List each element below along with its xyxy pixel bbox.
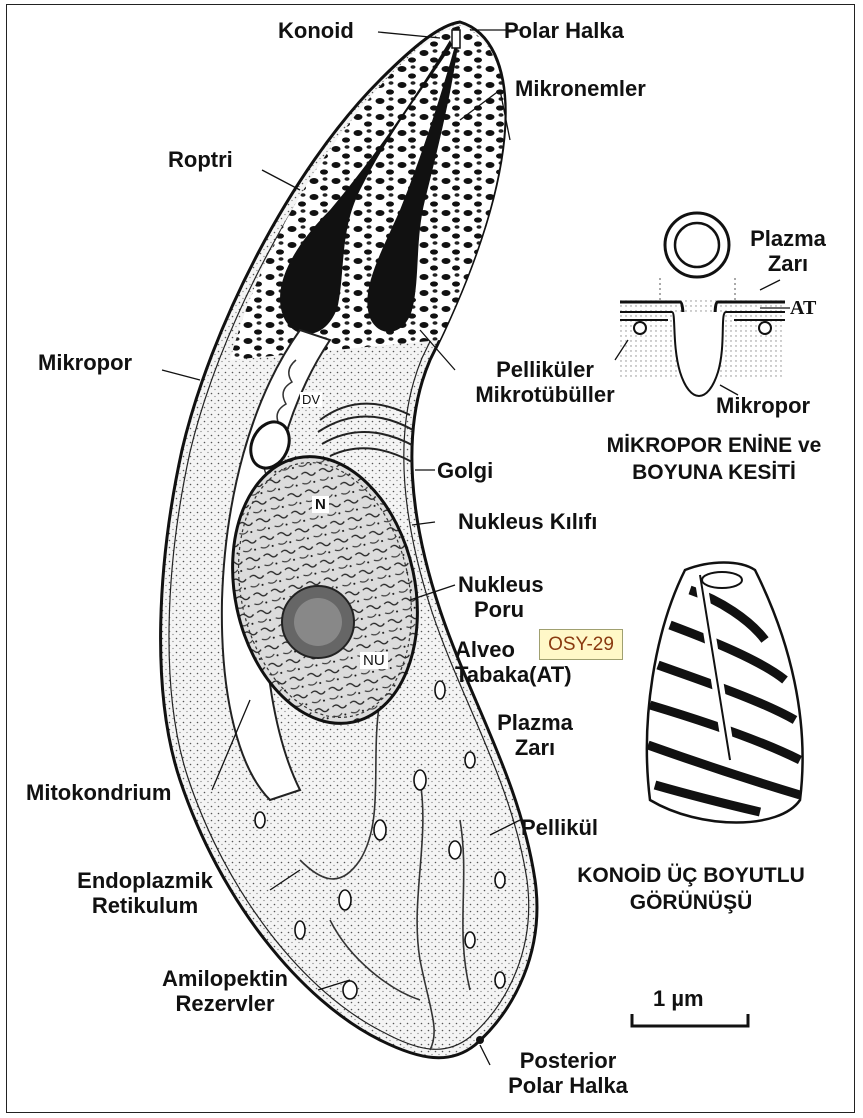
label-pellikul: Pellikül — [521, 815, 598, 840]
label-mikropor-kesit-2: BOYUNA KESİTİ — [565, 459, 863, 486]
label-nukleus-klifi: Nukleus Kılıfı — [458, 509, 597, 534]
label-plazma-zari-top-2: Zarı — [748, 251, 828, 276]
label-plazma-zari-lower-2: Zarı — [490, 735, 580, 760]
label-posterior: Posterior Polar Halka — [478, 1048, 658, 1098]
label-scale: 1 µm — [653, 986, 704, 1011]
label-plazma-zari-lower-1: Plazma — [490, 710, 580, 735]
label-n: N — [312, 496, 329, 513]
micronemes-zone — [230, 26, 505, 360]
tooltip-badge: OSY-29 — [539, 629, 623, 660]
label-golgi: Golgi — [437, 458, 493, 483]
label-nu: NU — [360, 652, 388, 669]
label-konoid: Konoid — [278, 18, 354, 43]
label-mikropor-kesit: MİKROPOR ENİNE ve BOYUNA KESİTİ — [565, 432, 863, 486]
label-mikropor-right: Mikropor — [716, 393, 810, 418]
conoid-3d-view — [647, 563, 803, 823]
label-posterior-1: Posterior — [478, 1048, 658, 1073]
label-dv: DV — [300, 392, 322, 407]
label-endoplazmik: Endoplazmik Retikulum — [40, 868, 250, 918]
label-pellikuler: Pelliküler Mikrotübüller — [452, 357, 638, 407]
polar-ring-mark — [452, 30, 460, 48]
label-roptri: Roptri — [168, 147, 233, 172]
label-nukleus-poru: Nukleus Poru — [458, 572, 544, 622]
label-mikropor-kesit-1: MİKROPOR ENİNE ve — [565, 432, 863, 459]
label-pellikuler-1: Pelliküler — [452, 357, 638, 382]
label-endoplazmik-1: Endoplazmik — [40, 868, 250, 893]
label-amilopektin: Amilopektin Rezervler — [130, 966, 320, 1016]
label-pellikuler-2: Mikrotübüller — [452, 382, 638, 407]
label-konoid-3d-1: KONOİD ÜÇ BOYUTLU — [520, 862, 862, 889]
label-nukleus-poru-1: Nukleus — [458, 572, 544, 597]
label-at: AT — [790, 297, 816, 320]
label-plazma-zari-lower: Plazma Zarı — [490, 710, 580, 760]
label-nukleus-poru-2: Poru — [458, 597, 544, 622]
scale-bar — [632, 1014, 748, 1026]
label-alveol-2: Tabaka(AT) — [455, 662, 572, 687]
label-polar-halka: Polar Halka — [504, 18, 624, 43]
label-posterior-2: Polar Halka — [478, 1073, 658, 1098]
label-amilopektin-1: Amilopektin — [130, 966, 320, 991]
label-konoid-3d-2: GÖRÜNÜŞÜ — [520, 889, 862, 916]
label-mitokondrium: Mitokondrium — [26, 780, 171, 805]
label-endoplazmik-2: Retikulum — [40, 893, 250, 918]
label-plazma-zari-top: Plazma Zarı — [748, 226, 828, 276]
label-mikronemler: Mikronemler — [515, 76, 646, 101]
label-konoid-3d: KONOİD ÜÇ BOYUTLU GÖRÜNÜŞÜ — [520, 862, 862, 916]
label-plazma-zari-top-1: Plazma — [748, 226, 828, 251]
label-amilopektin-2: Rezervler — [130, 991, 320, 1016]
label-mikropor-left: Mikropor — [38, 350, 132, 375]
posterior-ring-dot — [476, 1036, 484, 1044]
